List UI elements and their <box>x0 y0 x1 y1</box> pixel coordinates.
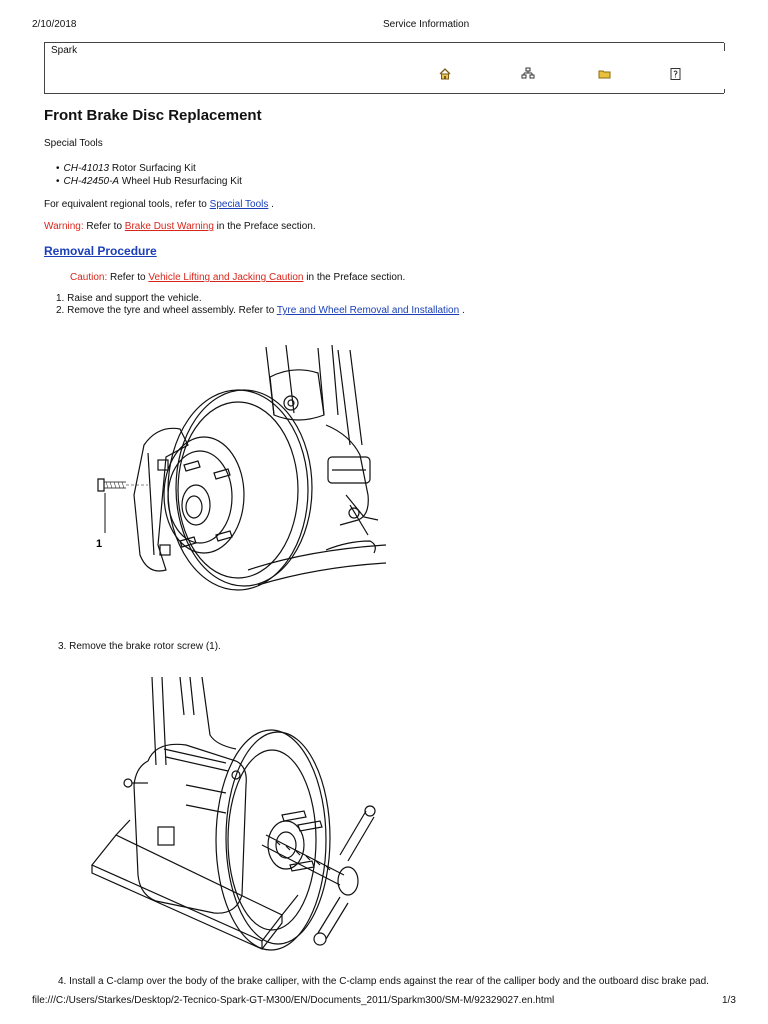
warning-text: Warning: Refer to Brake Dust Warning in … <box>44 221 316 232</box>
tool-name: Wheel Hub Resurfacing Kit <box>119 176 242 187</box>
tool-name: Rotor Surfacing Kit <box>109 163 196 174</box>
print-date: 2/10/2018 <box>32 19 77 30</box>
special-tools-heading: Special Tools <box>44 138 103 149</box>
tool-code: CH-42450-A <box>63 176 120 187</box>
page-number: 1/3 <box>722 995 736 1006</box>
lifting-caution-link[interactable]: Vehicle Lifting and Jacking Caution <box>148 272 304 283</box>
list-item: CH-42450-A Wheel Hub Resurfacing Kit <box>56 175 242 188</box>
c-clamp-illustration <box>91 676 376 951</box>
list-item: CH-41013 Rotor Surfacing Kit <box>56 162 242 175</box>
brake-rotor-illustration: 1 <box>96 345 387 591</box>
equivalent-tools-text: For equivalent regional tools, refer to … <box>44 199 274 210</box>
print-title: Service Information <box>383 19 470 30</box>
sitemap-icon[interactable] <box>521 67 535 81</box>
tool-code: CH-41013 <box>63 163 110 174</box>
step-1: 1. Raise and support the vehicle. <box>56 293 202 304</box>
removal-procedure-heading[interactable]: Removal Procedure <box>44 244 157 258</box>
callout-number: 1 <box>96 538 102 550</box>
navigation-bar: Spark <box>44 42 725 94</box>
special-tools-link[interactable]: Special Tools <box>209 199 269 210</box>
tyre-wheel-removal-link[interactable]: Tyre and Wheel Removal and Installation <box>276 305 460 316</box>
file-path: file:///C:/Users/Starkes/Desktop/2-Tecni… <box>32 995 555 1006</box>
steps-list: 1. Raise and support the vehicle. 2. Rem… <box>56 293 465 317</box>
page-title: Front Brake Disc Replacement <box>44 107 262 124</box>
step-4: 4. Install a C-clamp over the body of th… <box>58 976 709 987</box>
brake-dust-warning-link[interactable]: Brake Dust Warning <box>124 221 214 232</box>
help-icon[interactable] <box>669 67 683 81</box>
vehicle-label: Spark <box>51 45 78 56</box>
caution-text: Caution: Refer to Vehicle Lifting and Ja… <box>70 272 406 283</box>
step-2: 2. Remove the tyre and wheel assembly. R… <box>56 305 465 316</box>
tools-list: CH-41013 Rotor Surfacing Kit CH-42450-A … <box>56 162 242 188</box>
home-icon[interactable] <box>438 67 452 81</box>
warning-label: Warning: <box>44 221 84 232</box>
caution-label: Caution: <box>70 272 108 283</box>
step-3: 3. Remove the brake rotor screw (1). <box>58 641 221 652</box>
folder-icon[interactable] <box>598 67 612 81</box>
